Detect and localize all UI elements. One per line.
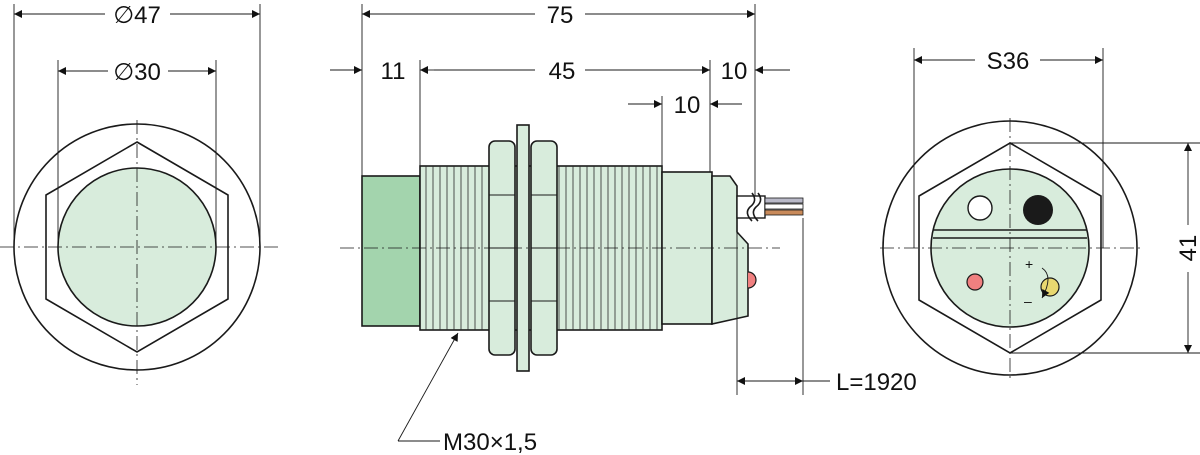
indicator-white	[967, 195, 993, 221]
face-length-label: 11	[381, 58, 406, 85]
thread-diameter-label: ∅30	[113, 59, 161, 86]
sensitivity-pot	[1040, 277, 1060, 297]
side-dimensions: 75 11 45 10 10 L=1920 M30×1,5	[330, 2, 917, 455]
tail-length-label: 10	[721, 58, 748, 85]
adjust-arrow-icon	[1041, 267, 1050, 299]
cable	[736, 192, 804, 222]
rear-view: + –	[880, 118, 1140, 382]
tail-step-label: 10	[674, 92, 701, 119]
outer-diameter-label: ∅47	[113, 2, 161, 29]
thread-length-label: 45	[549, 58, 576, 85]
side-view	[340, 124, 804, 372]
front-dimensions: ∅47 ∅30	[13, 2, 261, 247]
indicator-dark	[1023, 195, 1053, 225]
corner-width-label: 41	[1175, 235, 1200, 262]
front-hex-nut	[45, 141, 229, 353]
cable-length-label: L=1920	[836, 369, 917, 396]
thread-spec-label: M30×1,5	[443, 429, 537, 455]
total-length-label: 75	[547, 2, 574, 29]
rear-cap	[711, 175, 749, 325]
front-view	[0, 120, 280, 385]
rear-dimensions: S36 41	[913, 48, 1200, 354]
wrench-size-label: S36	[987, 48, 1030, 75]
side-led	[747, 271, 757, 289]
sensing-cap	[361, 175, 421, 327]
plus-label: +	[1025, 256, 1033, 272]
led-red	[966, 273, 984, 291]
minus-label: –	[1024, 293, 1032, 309]
